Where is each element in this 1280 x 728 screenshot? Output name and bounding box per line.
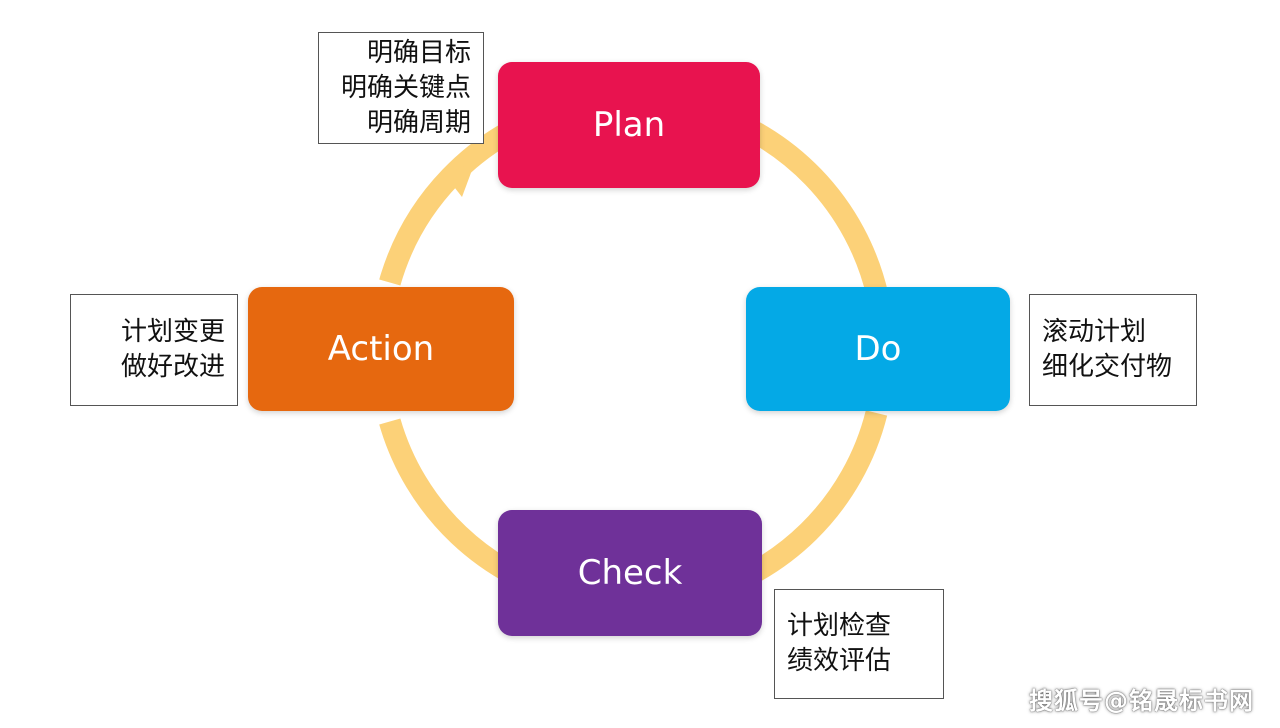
plan-note-line: 明确目标 xyxy=(366,37,471,68)
plan-stage: Plan xyxy=(498,62,760,188)
cycle-arrowhead xyxy=(444,162,475,197)
plan-note-box: 明确目标 明确关键点 明确周期 xyxy=(318,32,484,144)
watermark: 搜狐号@铭晟标书网 xyxy=(1029,687,1254,715)
check-stage: Check xyxy=(498,510,762,636)
do-note-line: 细化交付物 xyxy=(1042,352,1173,382)
do-note-box: 滚动计划 细化交付物 xyxy=(1029,294,1197,406)
check-note-line: 绩效评估 xyxy=(787,646,892,676)
do-note-line: 滚动计划 xyxy=(1042,317,1147,347)
plan-label: Plan xyxy=(592,105,666,145)
check-note-line: 计划检查 xyxy=(787,611,892,641)
action-note-line: 做好改进 xyxy=(120,352,225,382)
do-label: Do xyxy=(854,329,902,369)
plan-note-line: 明确关键点 xyxy=(340,72,471,103)
action-note-line: 计划变更 xyxy=(120,317,225,347)
action-label: Action xyxy=(327,329,435,369)
check-note-box: 计划检查 绩效评估 xyxy=(774,589,944,699)
do-stage: Do xyxy=(746,287,1010,411)
plan-note-line: 明确周期 xyxy=(366,107,471,138)
action-stage: Action xyxy=(248,287,514,411)
check-label: Check xyxy=(577,553,683,593)
action-note-box: 计划变更 做好改进 xyxy=(70,294,238,406)
